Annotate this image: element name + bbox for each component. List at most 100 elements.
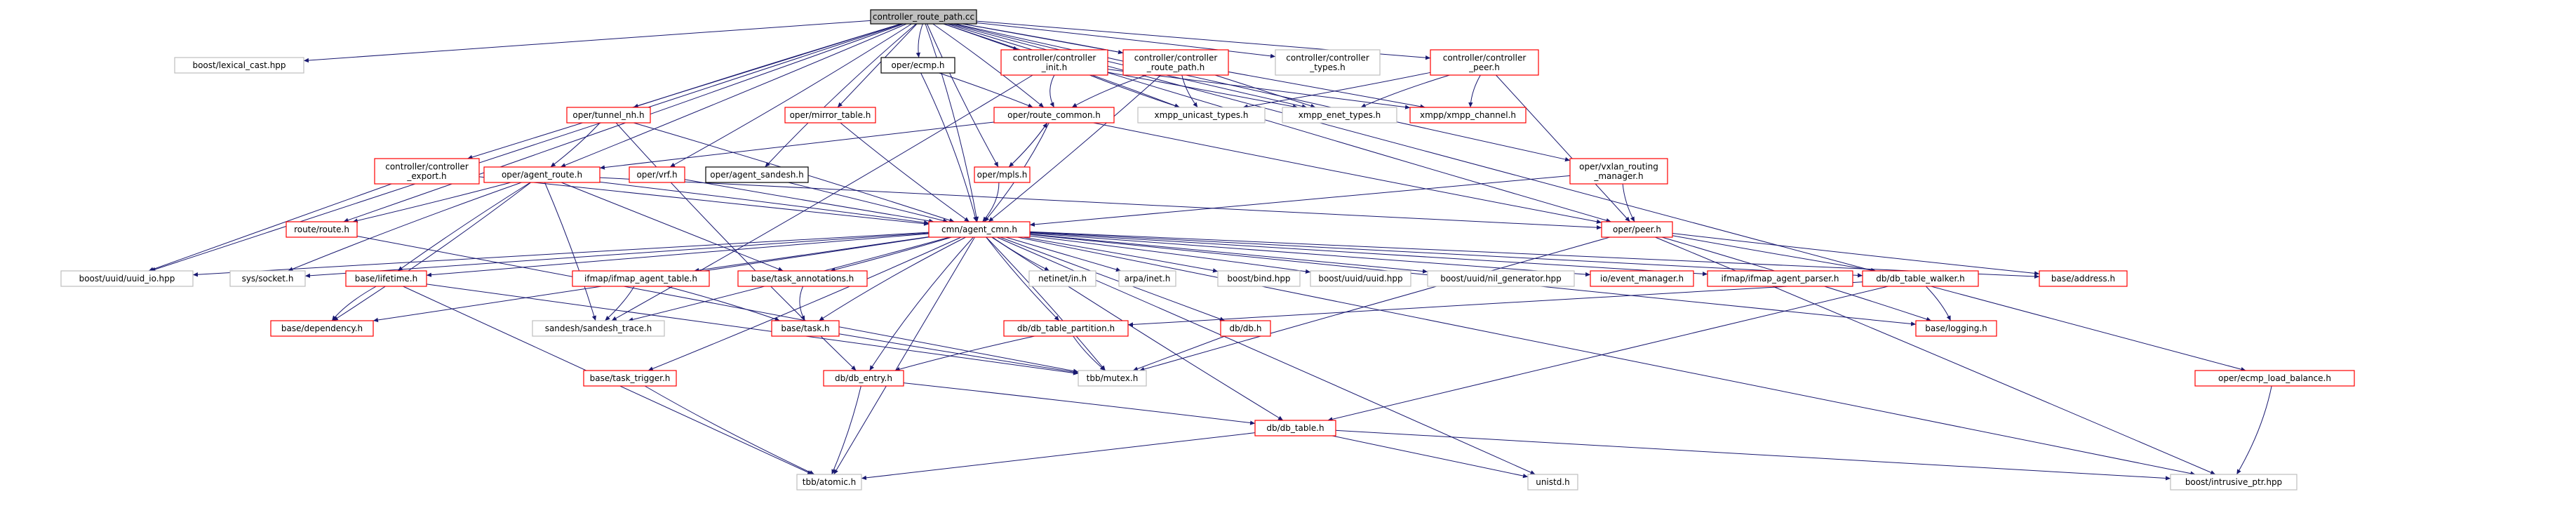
node-agent_sandesh[interactable]: oper/agent_sandesh.h bbox=[705, 166, 809, 183]
node-box bbox=[880, 57, 955, 74]
node-ctrl_rp[interactable]: controller/controller_route_path.h bbox=[1122, 49, 1229, 76]
node-ifmap_parser[interactable]: ifmap/ifmap_agent_parser.h bbox=[1707, 270, 1853, 287]
edge-agent_cmn-to-netinet bbox=[992, 236, 1050, 272]
edge-ctrl_rp-to-route_common bbox=[1071, 74, 1147, 108]
node-box bbox=[583, 370, 677, 387]
node-box bbox=[1310, 270, 1411, 287]
node-box bbox=[1118, 270, 1176, 287]
edge-root-to-route_common bbox=[932, 23, 1045, 108]
node-db_entry[interactable]: db/db_entry.h bbox=[823, 370, 904, 387]
node-ifmap_table[interactable]: ifmap/ifmap_agent_table.h bbox=[572, 270, 710, 287]
edge-agent_route-to-peer bbox=[599, 177, 1602, 230]
node-task_trigger[interactable]: base/task_trigger.h bbox=[583, 370, 677, 387]
node-uuid_hpp: boost/uuid/uuid.hpp bbox=[1310, 270, 1411, 287]
edge-mirror-to-agent_cmn bbox=[840, 122, 970, 222]
node-db[interactable]: db/db.h bbox=[1220, 320, 1271, 337]
edge-ecmp-to-agent_cmn bbox=[920, 72, 978, 222]
edge-agent_cmn-to-lifetime bbox=[426, 233, 930, 277]
edge-agent_cmn-to-socket bbox=[304, 232, 930, 279]
node-label: db/db_entry.h bbox=[835, 373, 892, 383]
node-logging[interactable]: base/logging.h bbox=[1915, 320, 1997, 337]
node-agent_cmn[interactable]: cmn/agent_cmn.h bbox=[928, 221, 1031, 238]
edge-root-to-lexical bbox=[303, 20, 871, 63]
node-box bbox=[345, 270, 427, 287]
node-event_mgr[interactable]: io/event_manager.h bbox=[1590, 270, 1694, 287]
node-unistd: unistd.h bbox=[1527, 474, 1578, 491]
node-box bbox=[1122, 49, 1229, 76]
node-agent_route[interactable]: oper/agent_route.h bbox=[483, 166, 601, 183]
node-vxlan[interactable]: oper/vxlan_routing_manager.h bbox=[1569, 158, 1668, 185]
node-label: _peer.h bbox=[1468, 62, 1500, 72]
node-label: cmn/agent_cmn.h bbox=[941, 225, 1017, 234]
node-walker[interactable]: db/db_table_walker.h bbox=[1862, 270, 1979, 287]
node-mpls[interactable]: oper/mpls.h bbox=[974, 166, 1031, 183]
node-label: _manager.h bbox=[1593, 171, 1643, 181]
node-box bbox=[1003, 320, 1129, 337]
node-mirror[interactable]: oper/mirror_table.h bbox=[784, 107, 876, 124]
node-ctrl_init[interactable]: controller/controller_init.h bbox=[1000, 49, 1108, 76]
node-label: oper/mirror_table.h bbox=[790, 110, 871, 120]
edge-root-to-ctrl_export bbox=[467, 23, 901, 159]
node-label: base/dependency.h bbox=[281, 324, 363, 333]
node-box bbox=[1137, 107, 1266, 124]
node-label: oper/agent_route.h bbox=[502, 170, 582, 180]
node-box bbox=[823, 370, 904, 387]
node-task[interactable]: base/task.h bbox=[771, 320, 840, 337]
node-label: controller_route_path.cc bbox=[873, 12, 974, 22]
edge-agent_cmn-to-db_entry bbox=[869, 236, 974, 371]
edge-peer-to-walker bbox=[1672, 235, 1877, 273]
node-label: oper/ecmp_load_balance.h bbox=[2218, 373, 2331, 383]
edge-route_common-to-agent_route bbox=[599, 121, 995, 170]
node-route_common[interactable]: oper/route_common.h bbox=[993, 107, 1115, 124]
node-label: db/db_table_walker.h bbox=[1876, 274, 1965, 284]
node-label: base/task_annotations.h bbox=[751, 274, 854, 284]
edge-mpls-to-agent_cmn bbox=[982, 182, 1000, 222]
node-label: db/db_table.h bbox=[1266, 423, 1324, 433]
edge-ctrl_export-to-agent_cmn bbox=[478, 176, 930, 226]
node-label: controller/controller bbox=[1286, 53, 1369, 62]
node-label: oper/mpls.h bbox=[977, 170, 1028, 180]
edge-agent_cmn-to-event_mgr bbox=[1029, 232, 1591, 277]
edge-agent_cmn-to-task bbox=[819, 236, 966, 321]
node-netinet: netinet/in.h bbox=[1028, 270, 1096, 287]
node-vrf[interactable]: oper/vrf.h bbox=[629, 166, 685, 183]
node-address[interactable]: base/address.h bbox=[2039, 270, 2128, 287]
node-box bbox=[1569, 158, 1668, 185]
node-label: oper/tunnel_nh.h bbox=[572, 110, 644, 120]
node-label: unistd.h bbox=[1536, 477, 1570, 487]
node-ctrl_peer[interactable]: controller/controller_peer.h bbox=[1430, 49, 1539, 76]
node-dependency[interactable]: base/dependency.h bbox=[270, 320, 374, 337]
node-db_table[interactable]: db/db_table.h bbox=[1254, 420, 1336, 436]
node-box bbox=[1707, 270, 1853, 287]
node-label: netinet/in.h bbox=[1038, 274, 1087, 284]
node-route_h[interactable]: route/route.h bbox=[286, 221, 358, 238]
edge-agent_cmn-to-partition bbox=[986, 236, 1060, 321]
edge-route_common-to-peer bbox=[1093, 122, 1602, 224]
edge-ctrl_rp-to-agent_cmn bbox=[988, 74, 1162, 222]
edge-agent_route-to-lifetime bbox=[397, 182, 531, 272]
node-xmpp_channel[interactable]: xmpp/xmpp_channel.h bbox=[1409, 107, 1527, 124]
node-partition[interactable]: db/db_table_partition.h bbox=[1003, 320, 1129, 337]
node-ecmp[interactable]: oper/ecmp.h bbox=[880, 57, 955, 74]
node-ctrl_types: controller/controller_types.h bbox=[1275, 49, 1381, 76]
edge-ifmap_table-to-sandesh_trace bbox=[605, 286, 635, 321]
node-box bbox=[1220, 320, 1271, 337]
node-peer[interactable]: oper/peer.h bbox=[1601, 221, 1673, 238]
node-ecmp_lb[interactable]: oper/ecmp_load_balance.h bbox=[2194, 370, 2355, 387]
node-ctrl_export[interactable]: controller/controller_export.h bbox=[374, 158, 480, 185]
node-box bbox=[1430, 49, 1539, 76]
node-label: boost/bind.hpp bbox=[1227, 274, 1290, 284]
edge-ctrl_peer-to-xmpp_unicast bbox=[1242, 72, 1431, 109]
edge-agent_cmn-to-db bbox=[1000, 236, 1226, 321]
node-lifetime[interactable]: base/lifetime.h bbox=[345, 270, 427, 287]
node-mutex: tbb/mutex.h bbox=[1078, 370, 1147, 387]
node-box bbox=[993, 107, 1115, 124]
node-label: tbb/atomic.h bbox=[803, 477, 856, 487]
edge-db_entry-to-atomic bbox=[831, 385, 861, 475]
node-task_annot[interactable]: base/task_annotations.h bbox=[737, 270, 868, 287]
node-tunnel_nh[interactable]: oper/tunnel_nh.h bbox=[566, 107, 651, 124]
node-box bbox=[483, 166, 601, 183]
node-box bbox=[629, 166, 685, 183]
node-box bbox=[229, 270, 306, 287]
edge-partition-to-mutex bbox=[1073, 335, 1106, 371]
